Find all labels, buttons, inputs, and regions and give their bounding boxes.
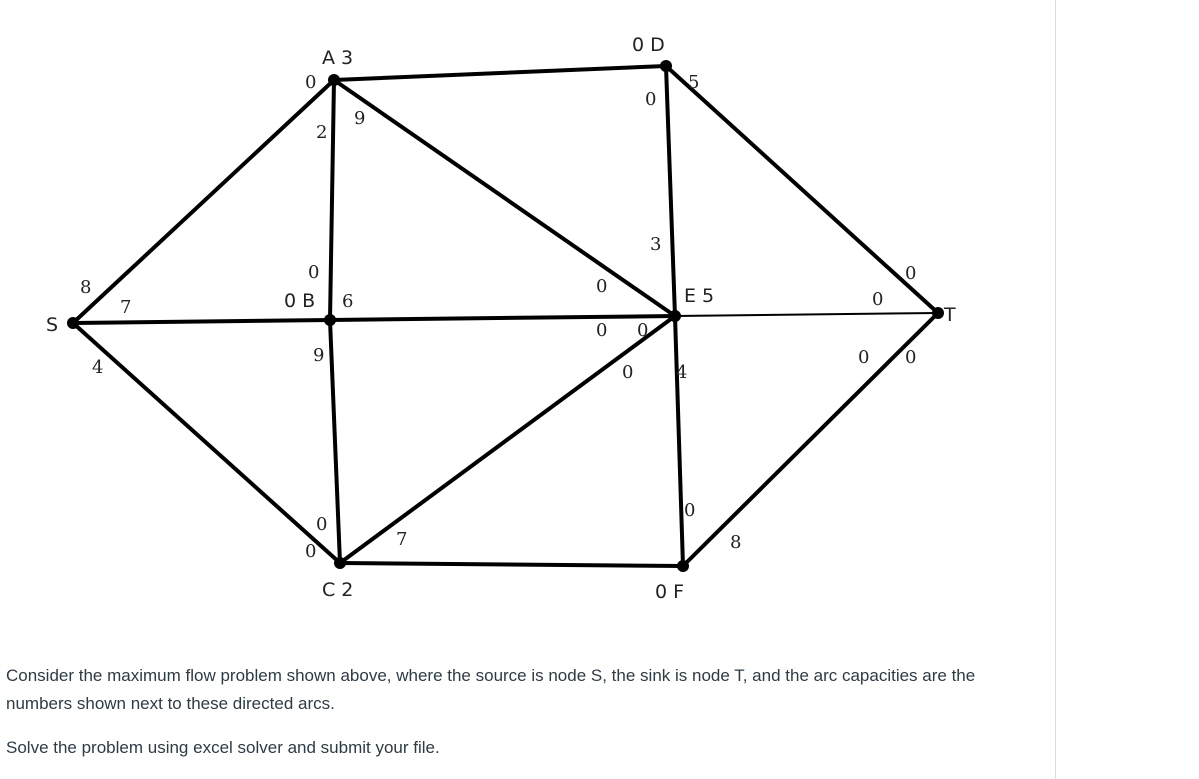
node-t-dot (932, 307, 944, 319)
cap-label: 2 (316, 122, 327, 143)
node-e-label: E 5 (684, 285, 714, 307)
cap-label: 0 (905, 263, 916, 284)
cap-label: 8 (80, 277, 91, 298)
cap-label: 0 (872, 289, 883, 310)
question-paragraph-2: Solve the problem using excel solver and… (6, 738, 440, 757)
cap-label: 7 (396, 529, 407, 550)
node-c-dot (334, 557, 346, 569)
arc-e-f (673, 314, 685, 568)
arc-c-e (338, 314, 677, 565)
question-paragraph-1: Consider the maximum flow problem shown … (6, 666, 976, 713)
cap-label: 9 (354, 108, 365, 129)
node-s-label: S (46, 314, 58, 336)
cap-label: 0 (305, 72, 316, 93)
cap-label: 7 (120, 297, 131, 318)
cap-label: 0 (858, 347, 869, 368)
node-a-label: A 3 (322, 47, 353, 69)
cap-label: 4 (92, 357, 103, 378)
arc-b-e (328, 314, 677, 322)
node-e-dot (669, 310, 681, 322)
cap-label: 0 (316, 514, 327, 535)
node-d-dot (660, 60, 672, 72)
question-text: Consider the maximum flow problem shown … (6, 662, 986, 778)
arc-a-e (332, 78, 677, 318)
node-b-label: 0 B (284, 290, 315, 312)
arc-d-t (664, 64, 940, 315)
arc-a-b (328, 78, 336, 322)
arc-s-b (71, 318, 332, 325)
cap-label: 0 (596, 320, 607, 341)
arc-e-t (674, 312, 939, 317)
cap-label: 4 (676, 362, 687, 383)
arc-s-c (71, 321, 342, 565)
cap-label: 0 (637, 320, 648, 341)
cap-label: 0 (645, 89, 656, 110)
cap-label: 0 (684, 500, 695, 521)
arc-c-f (338, 561, 685, 568)
cap-label: 0 (305, 541, 316, 562)
arc-a-d (332, 64, 668, 82)
arc-s-a (71, 78, 336, 325)
cap-label: 9 (313, 345, 324, 366)
node-d-label: 0 D (632, 34, 665, 56)
arc-d-e (664, 64, 677, 318)
right-panel-divider (1055, 0, 1056, 779)
cap-label: 8 (730, 532, 741, 553)
cap-label: 0 (905, 347, 916, 368)
arc-f-t (681, 311, 940, 568)
node-f-label: 0 F (655, 581, 684, 603)
content-column: S A 3 0 B C 2 0 D E 5 0 F T 8 7 4 0 2 9 … (6, 34, 986, 778)
node-c-label: C 2 (322, 579, 353, 601)
max-flow-network-diagram: S A 3 0 B C 2 0 D E 5 0 F T 8 7 4 0 2 9 … (46, 34, 956, 603)
node-a-dot (328, 74, 340, 86)
cap-label: 0 (622, 362, 633, 383)
cap-label: 0 (596, 276, 607, 297)
node-t-label: T (943, 304, 956, 326)
cap-label: 6 (342, 291, 353, 312)
cap-label: 3 (650, 234, 661, 255)
cap-label: 5 (688, 72, 699, 93)
arc-b-c (328, 318, 342, 565)
node-b-dot (324, 314, 336, 326)
cap-label: 0 (308, 262, 319, 283)
node-f-dot (677, 560, 689, 572)
node-s-dot (67, 317, 79, 329)
